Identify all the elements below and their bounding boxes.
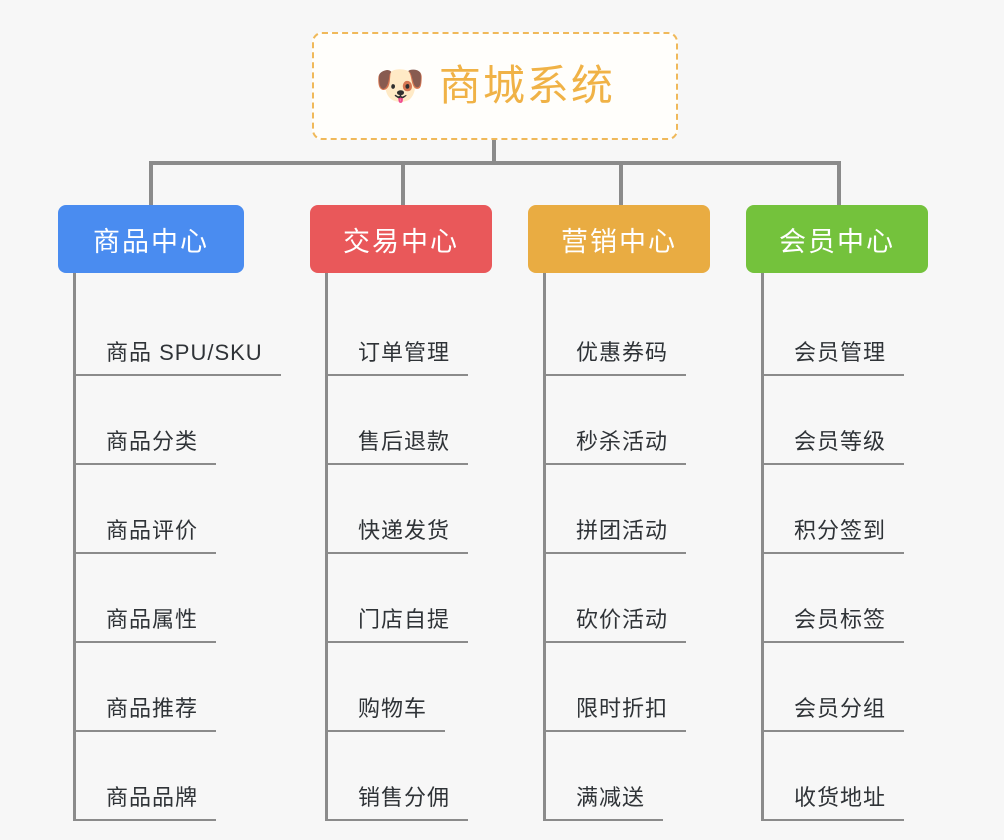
child-label: 收货地址 <box>761 780 905 821</box>
connector-root-stem <box>492 140 496 165</box>
child-label: 快递发货 <box>325 513 469 554</box>
child-label: 商品 SPU/SKU <box>73 335 281 376</box>
list-item[interactable]: 会员管理 <box>746 287 928 376</box>
list-item[interactable]: 限时折扣 <box>528 643 710 732</box>
branch-header-3[interactable]: 营销中心 <box>528 205 710 273</box>
child-spine-2 <box>325 273 328 821</box>
child-spine-3 <box>543 273 546 821</box>
child-list-3: 优惠券码 秒杀活动 拼团活动 砍价活动 限时折扣 满减送 <box>528 273 710 821</box>
root-title: 商城系统 <box>438 62 615 109</box>
child-label: 订单管理 <box>325 335 469 376</box>
child-label: 售后退款 <box>325 424 469 465</box>
list-item[interactable]: 满减送 <box>528 732 710 821</box>
child-label: 限时折扣 <box>543 691 687 732</box>
child-label: 商品品牌 <box>73 780 217 821</box>
child-label: 商品推荐 <box>73 691 217 732</box>
branch-header-label-4: 会员中心 <box>779 226 895 257</box>
child-label: 商品分类 <box>73 424 217 465</box>
list-item[interactable]: 商品 SPU/SKU <box>58 287 281 376</box>
list-item[interactable]: 商品推荐 <box>58 643 244 732</box>
list-item[interactable]: 会员分组 <box>746 643 928 732</box>
branch-marketing-center: 营销中心 优惠券码 秒杀活动 拼团活动 砍价活动 限时折扣 满减送 <box>528 205 710 821</box>
child-label: 销售分佣 <box>325 780 469 821</box>
child-label: 秒杀活动 <box>543 424 687 465</box>
branch-header-1[interactable]: 商品中心 <box>58 205 244 273</box>
branch-trade-center: 交易中心 订单管理 售后退款 快递发货 门店自提 购物车 销售分佣 <box>310 205 492 821</box>
child-label: 商品属性 <box>73 602 217 643</box>
list-item[interactable]: 优惠券码 <box>528 287 710 376</box>
list-item[interactable]: 拼团活动 <box>528 465 710 554</box>
list-item[interactable]: 砍价活动 <box>528 554 710 643</box>
list-item[interactable]: 商品品牌 <box>58 732 244 821</box>
list-item[interactable]: 订单管理 <box>310 287 492 376</box>
connector-drop-2 <box>401 161 405 205</box>
child-label: 会员等级 <box>761 424 905 465</box>
list-item[interactable]: 积分签到 <box>746 465 928 554</box>
child-label: 门店自提 <box>325 602 469 643</box>
list-item[interactable]: 会员标签 <box>746 554 928 643</box>
child-label: 商品评价 <box>73 513 217 554</box>
branch-header-label-2: 交易中心 <box>343 226 459 257</box>
child-list-2: 订单管理 售后退款 快递发货 门店自提 购物车 销售分佣 <box>310 273 492 821</box>
child-spine-4 <box>761 273 764 821</box>
list-item[interactable]: 商品分类 <box>58 376 244 465</box>
branch-header-label-3: 营销中心 <box>561 226 677 257</box>
child-label: 积分签到 <box>761 513 905 554</box>
list-item[interactable]: 销售分佣 <box>310 732 492 821</box>
child-label: 会员分组 <box>761 691 905 732</box>
connector-drop-1 <box>149 161 153 205</box>
child-spine-1 <box>73 273 76 821</box>
child-list-1: 商品 SPU/SKU 商品分类 商品评价 商品属性 商品推荐 商品品牌 <box>58 273 281 821</box>
list-item[interactable]: 商品属性 <box>58 554 244 643</box>
connector-drop-3 <box>619 161 623 205</box>
root-node[interactable]: 🐶 商城系统 <box>312 32 678 140</box>
child-label: 会员标签 <box>761 602 905 643</box>
child-label: 拼团活动 <box>543 513 687 554</box>
connector-horizontal-bus <box>149 161 841 165</box>
child-label: 优惠券码 <box>543 335 687 376</box>
child-list-4: 会员管理 会员等级 积分签到 会员标签 会员分组 收货地址 <box>746 273 928 821</box>
list-item[interactable]: 门店自提 <box>310 554 492 643</box>
child-label: 购物车 <box>325 691 446 732</box>
child-label: 会员管理 <box>761 335 905 376</box>
list-item[interactable]: 购物车 <box>310 643 492 732</box>
branch-header-2[interactable]: 交易中心 <box>310 205 492 273</box>
list-item[interactable]: 售后退款 <box>310 376 492 465</box>
branch-product-center: 商品中心 商品 SPU/SKU 商品分类 商品评价 商品属性 商品推荐 商品品牌 <box>58 205 281 821</box>
connector-drop-4 <box>837 161 841 205</box>
child-label: 砍价活动 <box>543 602 687 643</box>
branch-header-4[interactable]: 会员中心 <box>746 205 928 273</box>
child-label: 满减送 <box>543 780 664 821</box>
branch-header-label-1: 商品中心 <box>93 226 209 257</box>
list-item[interactable]: 快递发货 <box>310 465 492 554</box>
branch-member-center: 会员中心 会员管理 会员等级 积分签到 会员标签 会员分组 收货地址 <box>746 205 928 821</box>
shiba-dog-icon: 🐶 <box>375 64 425 108</box>
list-item[interactable]: 秒杀活动 <box>528 376 710 465</box>
list-item[interactable]: 商品评价 <box>58 465 244 554</box>
list-item[interactable]: 收货地址 <box>746 732 928 821</box>
list-item[interactable]: 会员等级 <box>746 376 928 465</box>
